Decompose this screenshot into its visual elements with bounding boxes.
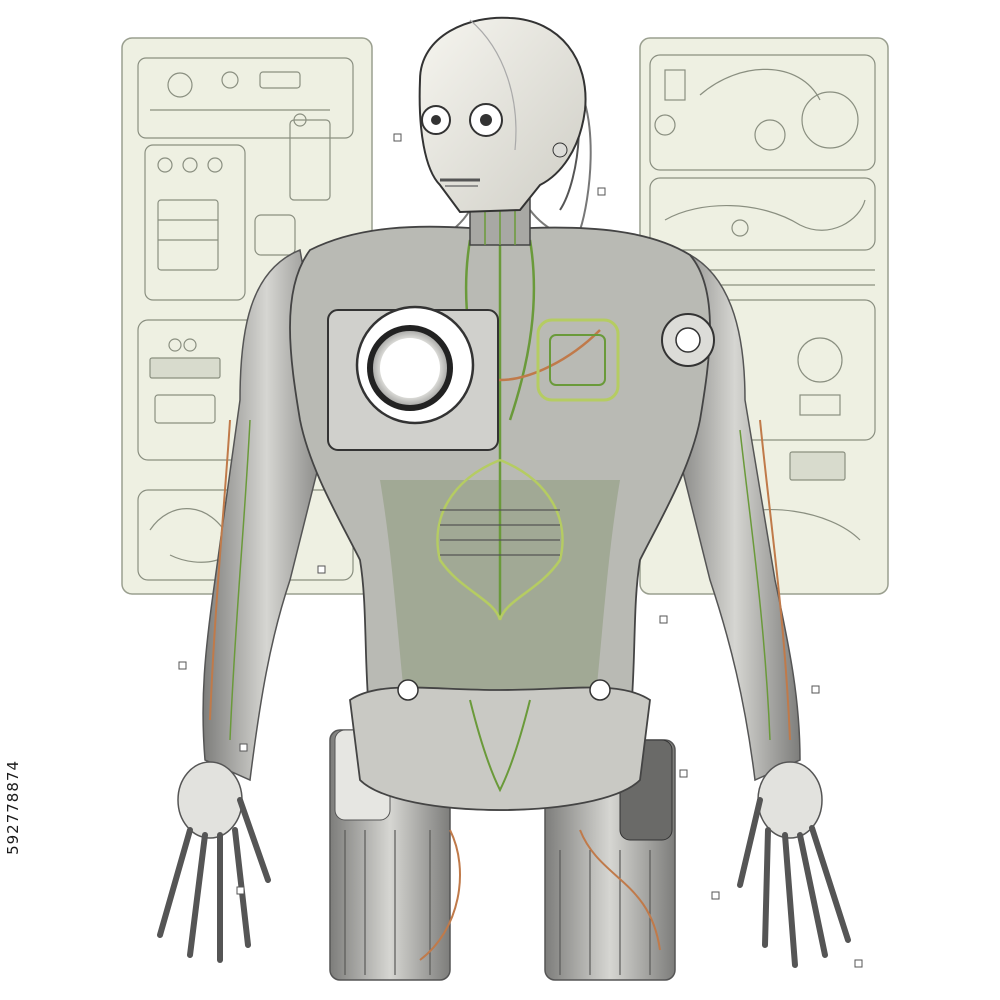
right-hand [737,761,851,968]
stock-image-id: 592778874 [4,760,22,855]
pelvis [349,679,651,811]
chest-reactor [327,305,499,451]
callout-markers [178,133,863,968]
robot-head [418,16,587,214]
left-hand [157,761,271,963]
